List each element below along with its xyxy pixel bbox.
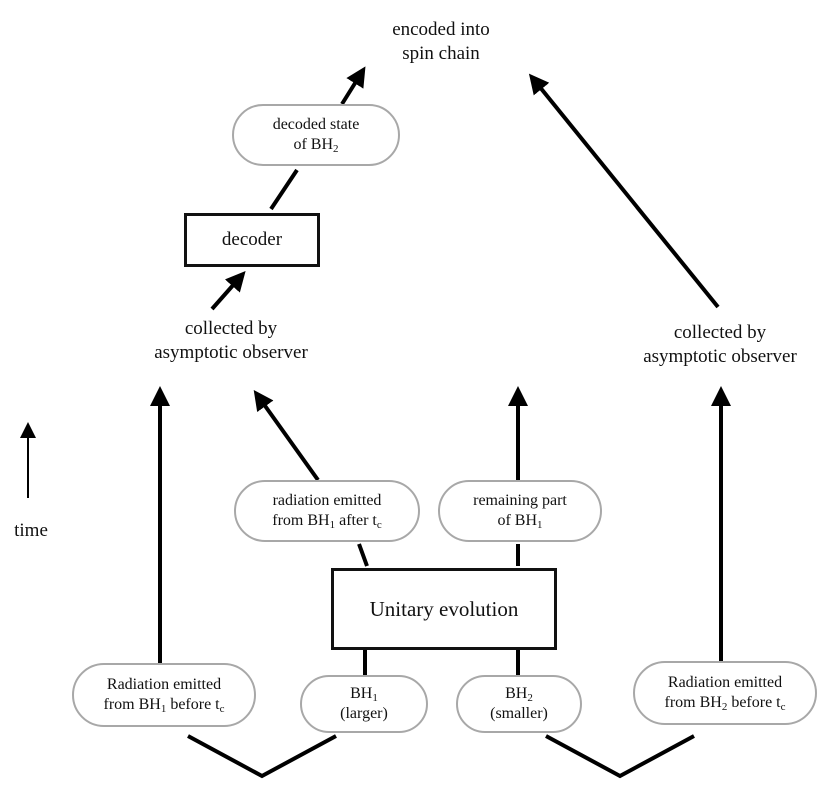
unitary-evolution-label: Unitary evolution	[369, 596, 519, 621]
edge-collected-right-to-top	[528, 73, 720, 309]
remaining-part-node: remaining part of BH1	[438, 480, 602, 542]
bh2-node: BH2 (smaller)	[456, 675, 582, 733]
edge-decoded-to-top	[340, 66, 366, 106]
unitary-evolution-box: Unitary evolution	[331, 568, 557, 650]
decoder-label: decoder	[221, 229, 283, 250]
edge-split-right	[545, 734, 695, 779]
edge-collected-to-decoder	[210, 271, 246, 311]
radiation-after-tc-node: radiation emitted from BH1 after tc	[234, 480, 420, 542]
radiation-before-bh1-node: Radiation emitted from BH1 before tc	[72, 663, 256, 727]
edge-decoder-to-decoded	[269, 168, 299, 211]
time-label: time	[14, 520, 48, 541]
radiation-before-bh2-node: Radiation emitted from BH2 before tc	[633, 661, 817, 725]
edge-unitary-to-radiation-after	[357, 543, 369, 567]
bh1-node: BH1 (larger)	[300, 675, 428, 733]
encoded-into-spin-chain-label: encoded into spin chain	[392, 19, 490, 64]
decoded-state-node: decoded state of BH2	[232, 104, 400, 166]
edge-split-left	[187, 734, 337, 779]
collected-right-label: collected by asymptotic observer	[643, 322, 797, 367]
edge-radiation-after-to-collected	[253, 389, 320, 482]
decoder-box: decoder	[184, 213, 320, 267]
collected-left-label: collected by asymptotic observer	[154, 318, 308, 363]
